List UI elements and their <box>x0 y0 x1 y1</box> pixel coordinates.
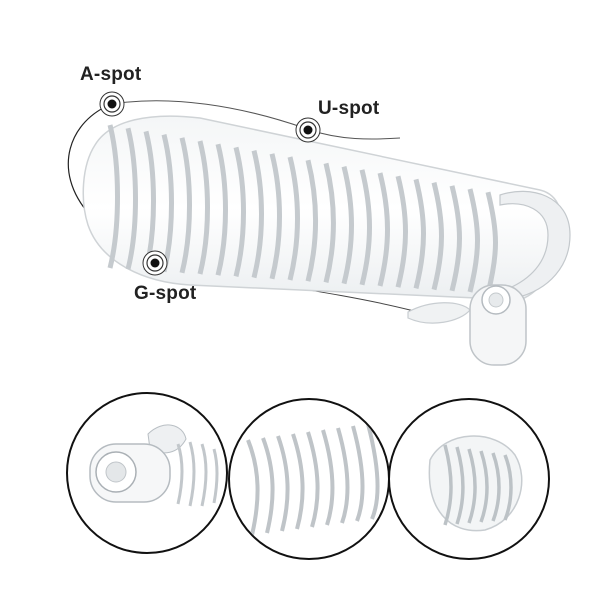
ridge <box>251 149 264 279</box>
ridge <box>351 425 365 522</box>
u-spot-label: U-spot <box>318 98 380 119</box>
ridge <box>291 433 305 530</box>
ridge <box>261 437 275 534</box>
ridge <box>306 431 320 528</box>
vibrator-bullet <box>407 284 527 366</box>
ridge <box>197 140 210 275</box>
ridge <box>341 165 354 285</box>
ridge <box>215 143 228 276</box>
u-spot-curve <box>111 100 401 140</box>
detail-bullet-closeup <box>66 392 228 554</box>
ridge <box>179 137 192 274</box>
ridge <box>323 162 336 284</box>
ridge <box>125 127 138 270</box>
ridge <box>359 169 372 286</box>
ridge <box>479 450 489 523</box>
ridge <box>443 444 453 526</box>
target-icon <box>142 250 168 276</box>
ridge <box>161 133 174 273</box>
ridge <box>276 435 290 532</box>
ridge <box>269 153 282 280</box>
ridge <box>485 191 498 294</box>
ridge <box>467 188 480 293</box>
ridge <box>321 429 335 526</box>
detail-ridges-closeup <box>228 398 390 560</box>
sleeve-ridges <box>107 124 498 294</box>
ridge <box>377 172 390 287</box>
ridge <box>491 452 501 522</box>
a-spot-label: A-spot <box>80 64 142 85</box>
ridge <box>431 181 444 291</box>
ridge <box>455 446 465 525</box>
ridge <box>107 124 120 269</box>
ridge <box>366 423 380 520</box>
ridge <box>503 454 513 521</box>
ridge <box>305 159 318 282</box>
ridge <box>233 146 246 278</box>
ridge <box>246 439 260 536</box>
ridge <box>413 178 426 290</box>
ridge <box>287 156 300 281</box>
detail-tip-closeup <box>388 398 550 560</box>
target-icon <box>99 91 125 117</box>
target-icon <box>295 117 321 143</box>
ridge <box>395 175 408 288</box>
ridge <box>467 448 477 524</box>
ridge <box>449 185 462 292</box>
ridge <box>336 427 350 524</box>
g-spot-label: G-spot <box>134 283 197 304</box>
